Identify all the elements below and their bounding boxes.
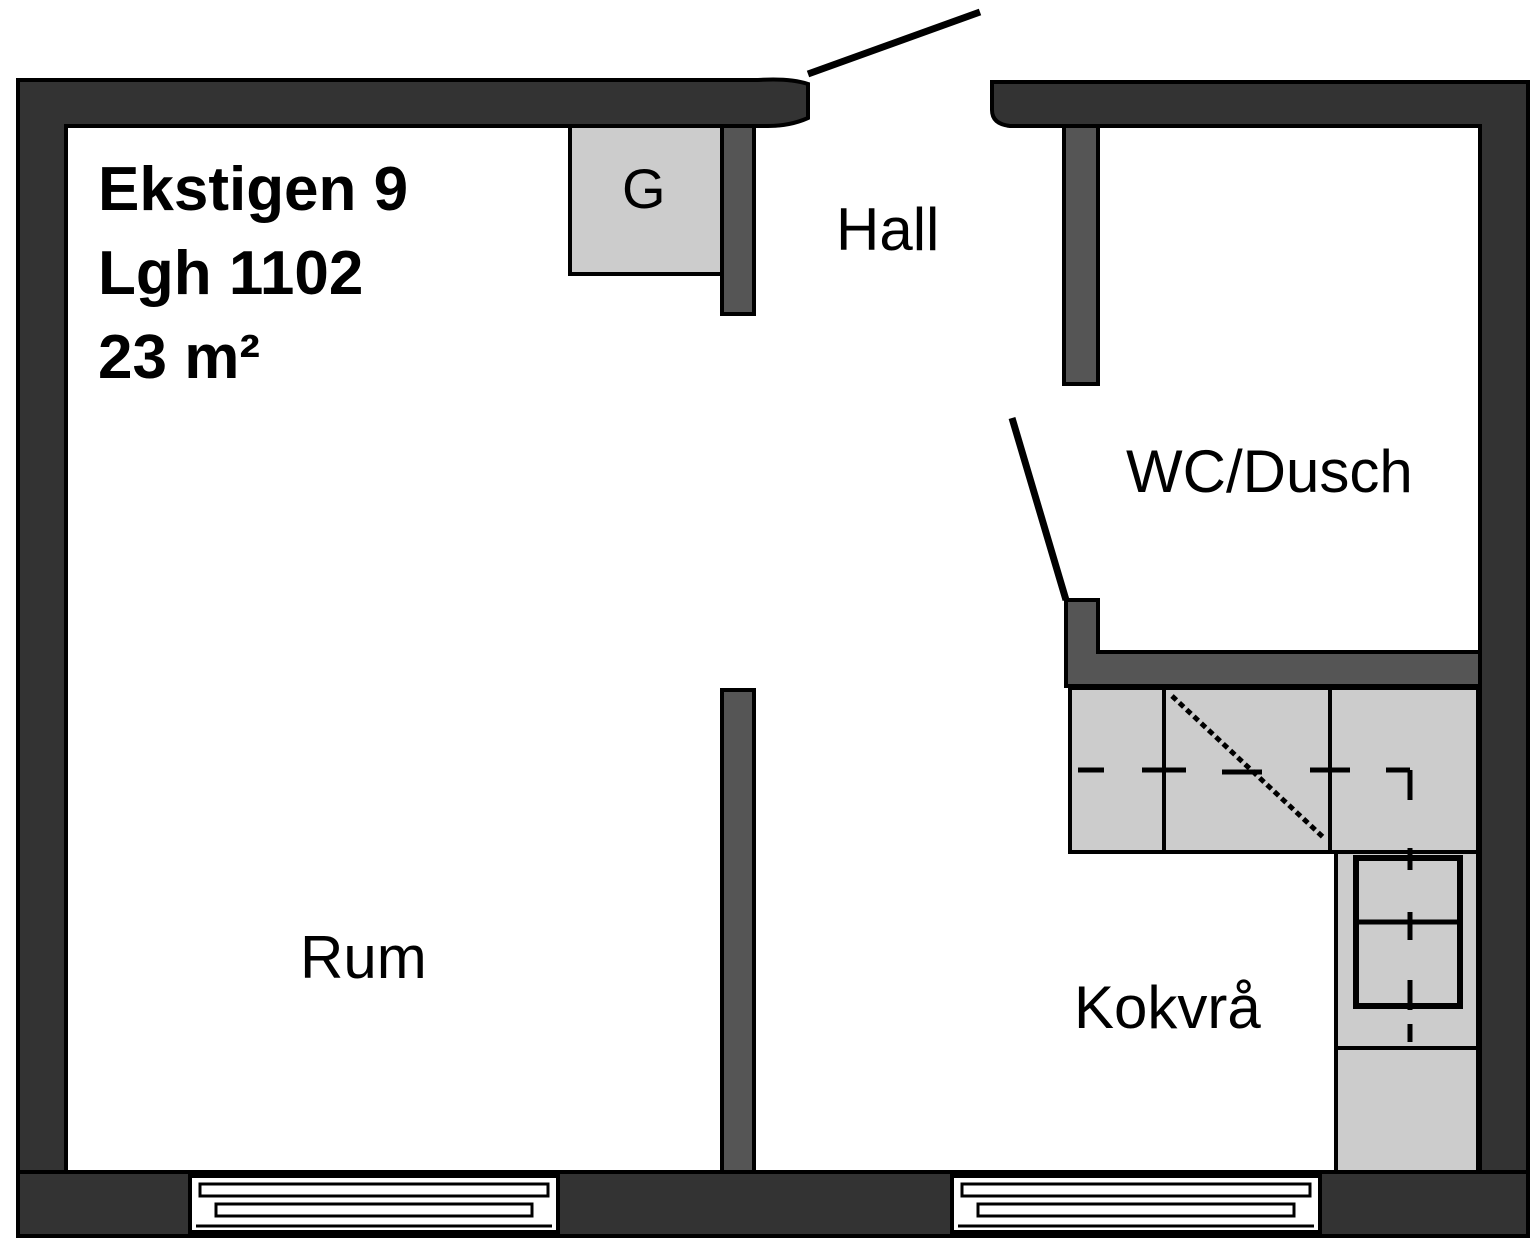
room-label-rum: Rum <box>300 924 427 991</box>
inner-wall-wc-bottom <box>1064 598 1482 688</box>
fridge-cabinet <box>1334 1046 1480 1174</box>
room-label-hall: Hall <box>836 196 939 263</box>
inner-wall-wc-left <box>1062 124 1100 386</box>
sink-icon <box>1170 694 1326 840</box>
entrance-door <box>806 8 982 78</box>
address-label: Ekstigen 9 <box>98 155 408 224</box>
area-label: 23 m² <box>98 323 260 392</box>
inner-walls <box>720 124 1482 1174</box>
room-label-wc: WC/Dusch <box>1126 438 1413 505</box>
window-right <box>950 1174 1322 1234</box>
stove-cabinet <box>1334 850 1480 1050</box>
wardrobe <box>568 124 724 276</box>
kitchen-counter <box>1068 686 1480 1174</box>
wc-door <box>1008 417 1070 601</box>
wardrobe-label: G <box>622 157 666 220</box>
window-left <box>188 1174 560 1234</box>
outer-wall-top-left <box>16 77 810 1174</box>
inner-wall-room-divider <box>720 688 756 1174</box>
room-label-kitchen: Kokvrå <box>1074 974 1261 1041</box>
inner-wall-hall-upper <box>720 124 756 316</box>
apartment-label: Lgh 1102 <box>98 239 363 308</box>
